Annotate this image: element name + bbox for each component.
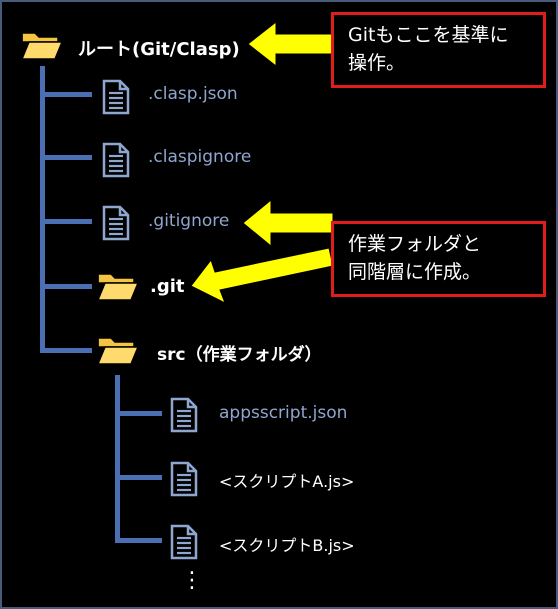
file-icon: [170, 524, 198, 560]
arrow-to-git: [191, 248, 333, 305]
branch-line: [115, 475, 162, 480]
file-label-script-a: <スクリプトA.js>: [219, 472, 355, 491]
git-callout-line-1: 作業フォルダと: [348, 233, 482, 255]
arrow-to-root: [248, 22, 333, 66]
more-items-ellipsis: ⋮: [181, 568, 203, 593]
file-label-gitignore: .gitignore: [148, 211, 230, 231]
file-icon: [170, 461, 198, 497]
file-icon: [102, 205, 130, 241]
arrow-to-gitignore: [243, 200, 333, 246]
file-label-claspignore: .claspignore: [148, 147, 252, 167]
folder-icon: [96, 337, 140, 365]
branch-line: [115, 538, 162, 543]
branch-line: [40, 219, 92, 224]
root-callout-line-2: 操作。: [348, 52, 406, 74]
folder-icon: [96, 273, 140, 301]
root-trunk-line: [40, 66, 45, 353]
file-icon: [170, 397, 198, 433]
file-label-clasp-json: .clasp.json: [148, 84, 238, 104]
git-callout: 作業フォルダと 同階層に作成。: [331, 221, 546, 297]
root-folder-label: ルート(Git/Clasp): [78, 39, 240, 60]
file-icon: [102, 142, 130, 178]
root-callout-line-1: Gitもここを基準に: [348, 24, 509, 46]
src-trunk-line: [115, 375, 120, 542]
file-label-appsscript-json: appsscript.json: [219, 403, 348, 423]
branch-line: [40, 92, 92, 97]
branch-line: [115, 411, 162, 416]
folder-label-src: src（作業フォルダ）: [157, 345, 322, 365]
file-icon: [102, 79, 130, 115]
branch-line: [40, 284, 92, 289]
file-label-script-b: <スクリプトB.js>: [219, 536, 355, 555]
git-callout-line-2: 同階層に作成。: [348, 261, 482, 283]
branch-line: [40, 348, 92, 353]
folder-label-git: .git: [150, 276, 185, 297]
root-callout: Gitもここを基準に 操作。: [331, 12, 546, 88]
folder-icon: [20, 32, 64, 60]
branch-line: [40, 155, 92, 160]
